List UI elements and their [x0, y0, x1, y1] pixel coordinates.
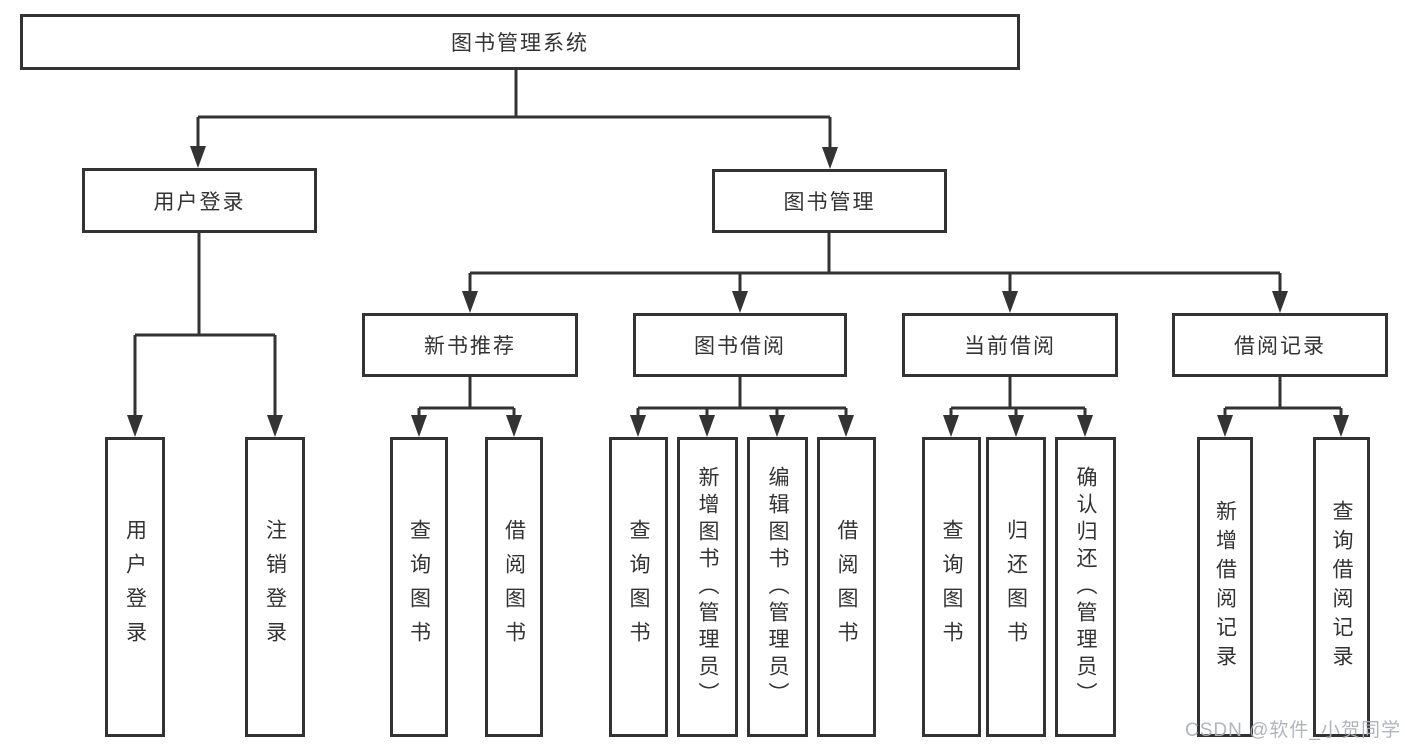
leaf-bb-query-book: 查询图书 — [609, 437, 668, 737]
leaf-br-query-record: 查询借阅记录 — [1313, 437, 1370, 737]
node-user-login: 用户登录 — [82, 168, 317, 233]
connector-borrowing-records-children — [1217, 377, 1349, 437]
connector-book-borrowing-children — [630, 377, 854, 437]
connector-book-management-children — [462, 233, 1288, 313]
leaf-cb-confirm-return-admin: 确认归还（管理员） — [1055, 437, 1116, 737]
node-book-management: 图书管理 — [712, 169, 947, 233]
node-book-borrowing: 图书借阅 — [633, 313, 847, 377]
watermark-text: CSDN @软件_小贺同学 — [1185, 720, 1401, 741]
leaf-cb-return-book: 归还图书 — [986, 437, 1046, 737]
node-new-book-recommend: 新书推荐 — [362, 313, 578, 377]
leaf-nb-borrow-book: 借阅图书 — [485, 437, 543, 737]
leaf-bb-borrow-book: 借阅图书 — [817, 437, 876, 737]
leaf-bb-add-book-admin: 新增图书（管理员） — [677, 437, 738, 737]
node-current-borrowing: 当前借阅 — [902, 313, 1118, 377]
node-root: 图书管理系统 — [20, 14, 1020, 70]
connector-current-borrowing-children — [943, 377, 1093, 437]
connector-new-book-recommend-children — [411, 377, 522, 437]
leaf-bb-edit-book-admin: 编辑图书（管理员） — [747, 437, 808, 737]
connector-root-to-level2 — [190, 70, 838, 169]
leaf-cb-query-book: 查询图书 — [922, 437, 981, 737]
leaf-br-add-record: 新增借阅记录 — [1197, 437, 1253, 737]
leaf-logout: 注销登录 — [245, 437, 305, 737]
node-borrowing-records: 借阅记录 — [1172, 313, 1388, 377]
leaf-user-login: 用户登录 — [105, 437, 165, 737]
leaf-nb-query-book: 查询图书 — [390, 437, 448, 737]
connector-user-login-children — [127, 233, 283, 437]
